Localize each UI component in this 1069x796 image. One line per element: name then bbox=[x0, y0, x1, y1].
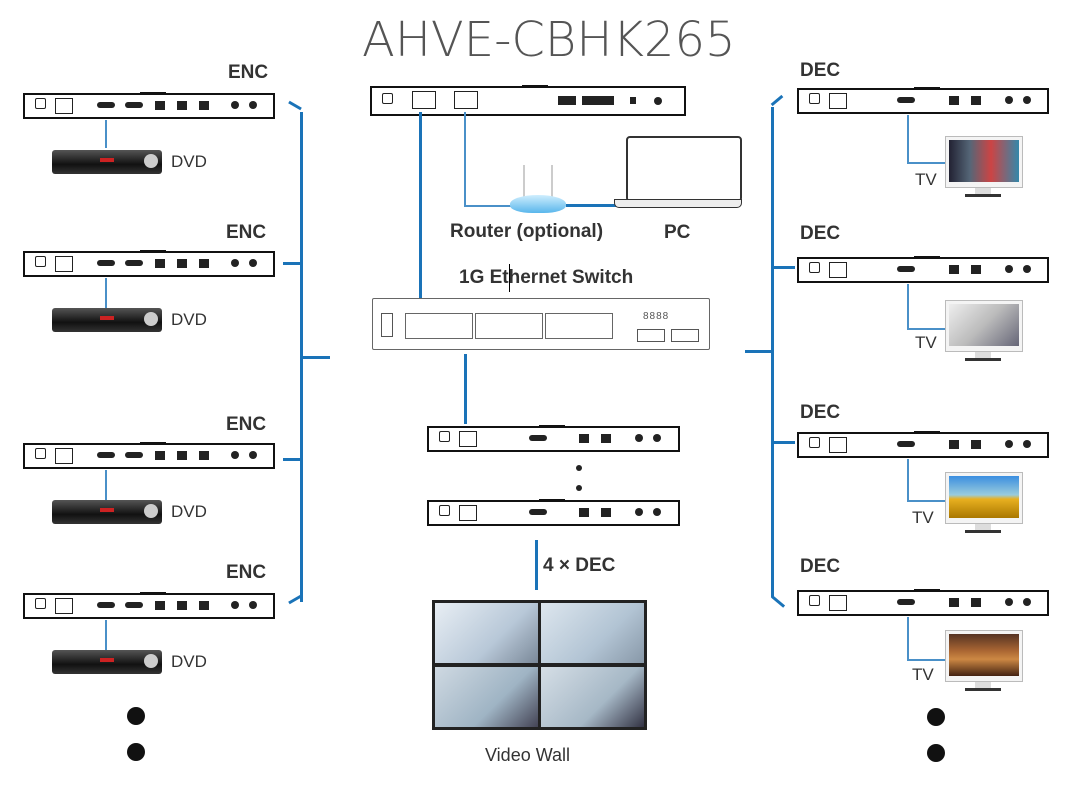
tv-icon bbox=[945, 630, 1023, 696]
lan-port-icon bbox=[829, 595, 847, 611]
lan-port-icon bbox=[55, 598, 73, 614]
dvd-player-icon bbox=[52, 500, 162, 524]
decoder-device bbox=[427, 425, 680, 452]
ir-jack-icon bbox=[231, 101, 239, 109]
hdmi-out-port-icon bbox=[529, 509, 547, 515]
ir-jack-icon bbox=[249, 101, 257, 109]
control-link bbox=[464, 112, 466, 206]
more-encoders-dot bbox=[127, 743, 145, 761]
encoder-device bbox=[23, 250, 275, 277]
encoder-device bbox=[23, 592, 275, 619]
hdmi-out-port-icon bbox=[897, 599, 915, 605]
audio-terminal-icon bbox=[177, 101, 187, 110]
lan-port-icon bbox=[55, 448, 73, 464]
hdmi-out-port-icon bbox=[529, 435, 547, 441]
control-lan-port-icon bbox=[454, 91, 478, 109]
dvd-player-icon bbox=[52, 308, 162, 332]
enc-label: ENC bbox=[226, 414, 267, 435]
more-encoders-dot bbox=[127, 707, 145, 725]
hdmi-out-port-icon bbox=[897, 97, 915, 103]
more-decoders-dot bbox=[927, 744, 945, 762]
tv-label: TV bbox=[915, 333, 937, 352]
video-lan-port-icon bbox=[412, 91, 436, 109]
tv-icon bbox=[945, 472, 1023, 538]
dec-count-label: 4 × DEC bbox=[543, 555, 616, 576]
dc-power-port-icon bbox=[35, 98, 46, 109]
dvd-label: DVD bbox=[171, 652, 207, 671]
dec-label: DEC bbox=[800, 60, 841, 81]
router-label: Router (optional) bbox=[450, 221, 604, 242]
dvd-player-icon bbox=[52, 150, 162, 174]
dvd-player-icon bbox=[52, 650, 162, 674]
dvd-label: DVD bbox=[171, 502, 207, 521]
ethernet-switch-icon: 8888 bbox=[372, 298, 710, 350]
more-decoders-dot bbox=[927, 708, 945, 726]
decoder-device bbox=[427, 499, 680, 526]
diagram-title: AHVE-CBHK265 bbox=[362, 12, 736, 68]
dec-wall-link bbox=[535, 540, 538, 590]
relay-terminal-icon bbox=[582, 96, 614, 105]
tv-label: TV bbox=[912, 508, 934, 527]
tv-label: TV bbox=[912, 665, 934, 684]
rs232-terminal-icon bbox=[199, 101, 209, 110]
dec-label: DEC bbox=[800, 556, 841, 577]
hdmi-out-port-icon bbox=[125, 102, 143, 108]
enc-label: ENC bbox=[226, 222, 267, 243]
decoder-device bbox=[797, 589, 1049, 616]
audio-terminal-icon bbox=[155, 101, 165, 110]
enc-label: ENC bbox=[228, 62, 269, 83]
controller-device bbox=[370, 85, 686, 116]
encoder-device bbox=[23, 442, 275, 469]
lan-port-icon bbox=[829, 93, 847, 109]
encoder-device bbox=[23, 92, 275, 119]
pc-label: PC bbox=[664, 222, 691, 243]
text-cursor bbox=[509, 264, 510, 292]
controller-switch-link bbox=[419, 112, 422, 298]
video-wall-label: Video Wall bbox=[485, 745, 571, 765]
decoder-device bbox=[797, 87, 1049, 114]
switch-label: 1G Ethernet Switch bbox=[459, 267, 634, 288]
hdmi-in-port-icon bbox=[97, 102, 115, 108]
switch-dec-link bbox=[464, 354, 467, 424]
dec-label: DEC bbox=[800, 402, 841, 423]
tv-label: TV bbox=[915, 170, 937, 189]
hdmi-out-port-icon bbox=[897, 266, 915, 272]
decoder-device bbox=[797, 256, 1049, 283]
dvd-label: DVD bbox=[171, 310, 207, 329]
ir-terminal-icon bbox=[558, 96, 576, 105]
lan-port-icon bbox=[829, 262, 847, 278]
dvd-label: DVD bbox=[171, 152, 207, 171]
switch-icon bbox=[630, 97, 636, 104]
lan-port-icon bbox=[459, 431, 477, 447]
dec-label: DEC bbox=[800, 223, 841, 244]
dc-power-port-icon bbox=[382, 93, 393, 104]
hdmi-out-port-icon bbox=[897, 441, 915, 447]
lan-port-icon bbox=[829, 437, 847, 453]
ir-jack-icon bbox=[654, 97, 662, 105]
decoder-device bbox=[797, 431, 1049, 458]
lan-port-icon bbox=[55, 98, 73, 114]
tv-icon bbox=[945, 136, 1023, 202]
lan-port-icon bbox=[459, 505, 477, 521]
enc-label: ENC bbox=[226, 562, 267, 583]
tv-icon bbox=[945, 300, 1023, 366]
video-wall-icon bbox=[432, 600, 647, 730]
lan-port-icon bbox=[55, 256, 73, 272]
